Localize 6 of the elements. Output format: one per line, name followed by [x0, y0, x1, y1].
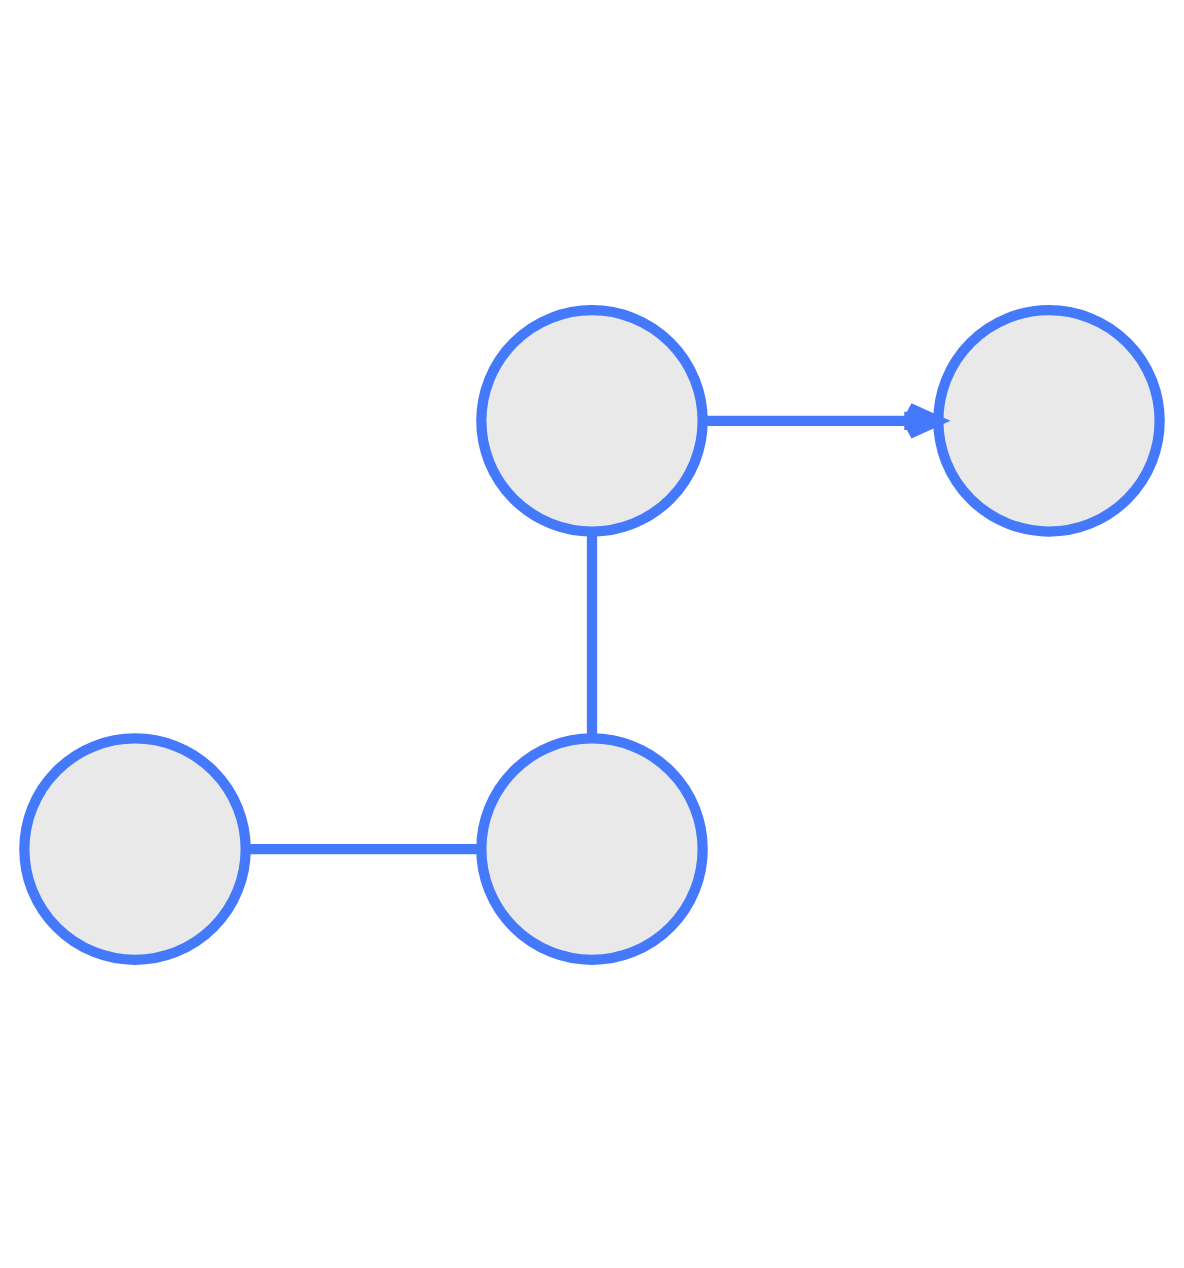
node-circle — [19, 732, 251, 964]
node-circle — [476, 304, 708, 536]
connector — [246, 843, 482, 854]
node-circle — [476, 732, 708, 964]
node-circle — [933, 304, 1165, 536]
connector — [586, 530, 598, 737]
